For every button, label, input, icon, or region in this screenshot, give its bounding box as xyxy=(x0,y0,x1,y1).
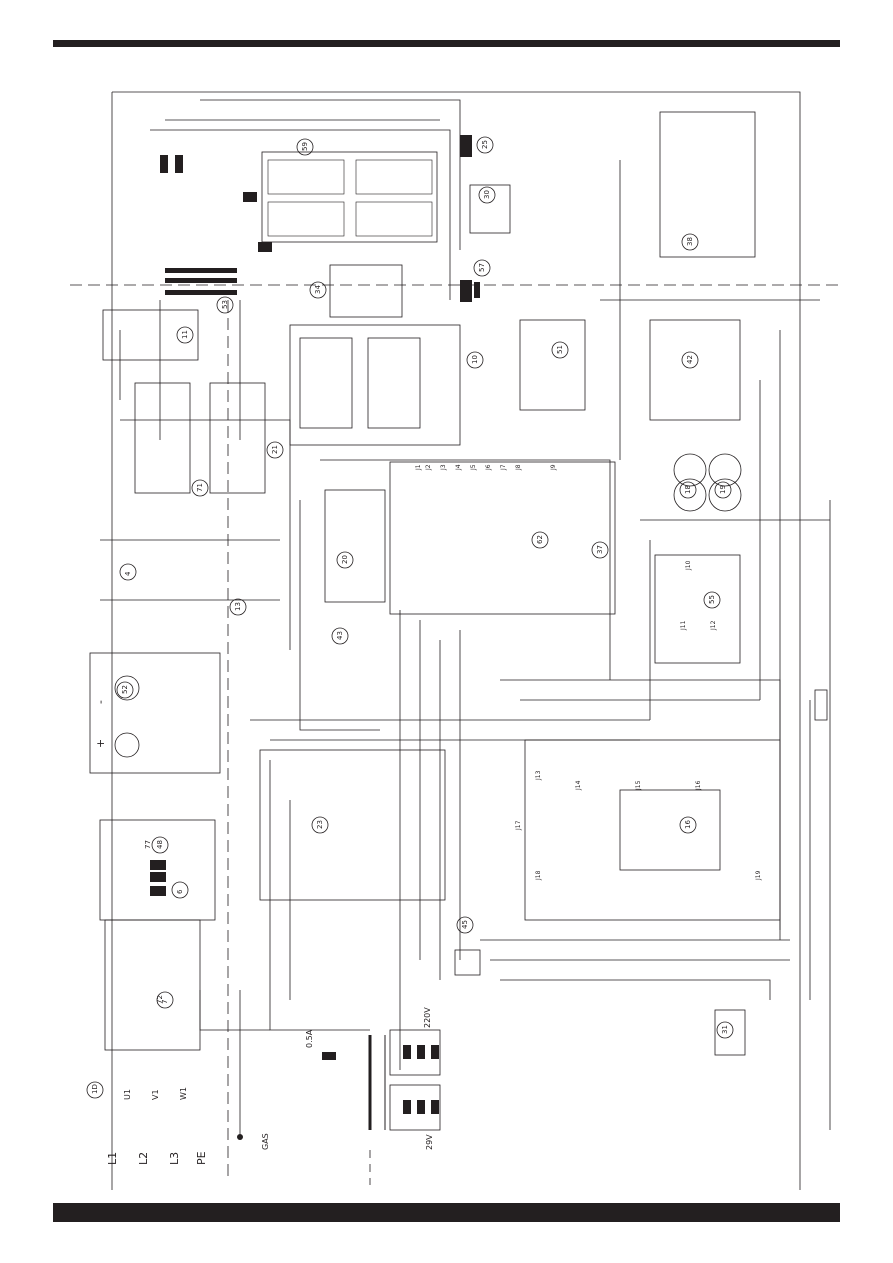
component-ref-34: 34 xyxy=(314,285,322,294)
supply-l1-label: L1 xyxy=(106,1152,119,1165)
connector-j18: J18 xyxy=(535,870,542,881)
component-ref-19: 19 xyxy=(719,485,727,494)
component-ref-45: 45 xyxy=(461,920,469,929)
connector-j1: J1 xyxy=(415,464,422,471)
component-ref-51: 51 xyxy=(556,345,564,354)
frame-wire xyxy=(112,91,801,1190)
supply-l2-label: L2 xyxy=(137,1152,150,1165)
component-ref-10: 10 xyxy=(471,355,479,364)
component-ref-53: 53 xyxy=(221,300,229,309)
component-ref-6: 6 xyxy=(176,889,184,894)
voltage-220-label: 220V xyxy=(423,1007,432,1028)
connector-j6: J6 xyxy=(485,464,492,471)
connector-j2: J2 xyxy=(425,464,432,471)
fuse-rating-label: 0.5A xyxy=(305,1029,314,1048)
component-ref-4: 4 xyxy=(124,571,132,576)
pole-minus-label: - xyxy=(94,700,107,704)
connector-j7: J7 xyxy=(500,464,507,471)
supply-l3-label: L3 xyxy=(168,1152,181,1165)
connector-j5: J5 xyxy=(470,464,477,471)
terminal-v1-label: V1 xyxy=(151,1089,160,1100)
component-ref-21: 21 xyxy=(271,445,279,454)
component-ref-30: 30 xyxy=(483,190,491,199)
component-ref-37: 37 xyxy=(596,545,604,554)
component-ref-57: 57 xyxy=(478,263,486,272)
component-ref-23: 23 xyxy=(316,820,324,829)
component-ref-18: 18 xyxy=(684,485,692,494)
component-ref-48: 48 xyxy=(156,840,164,849)
connector-j16: J16 xyxy=(695,780,702,791)
component-ref-11: 11 xyxy=(181,330,189,339)
footer-rule xyxy=(53,1203,840,1222)
component-ref-55: 55 xyxy=(708,595,716,604)
pole-plus-label: + xyxy=(94,739,107,748)
component-ref-13: 13 xyxy=(234,602,242,611)
gas-label: GAS xyxy=(261,1133,270,1150)
connector-j9: J9 xyxy=(550,464,557,471)
connector-j15: J15 xyxy=(635,780,642,791)
connector-j13: J13 xyxy=(535,770,542,781)
component-ref-16: 16 xyxy=(684,820,692,829)
component-ref-7: 7 xyxy=(161,1000,169,1004)
connector-j12: J12 xyxy=(710,620,717,631)
protective-earth-label: PE xyxy=(195,1151,208,1165)
component-ref-42: 42 xyxy=(686,355,694,364)
component-ref-1D: 1D xyxy=(91,1084,99,1094)
component-ref-72: 72 xyxy=(156,995,164,1004)
connector-j11: J11 xyxy=(680,620,687,631)
component-ref-62: 62 xyxy=(536,535,544,544)
component-ref-52: 52 xyxy=(121,685,129,694)
connector-j10: J10 xyxy=(685,560,692,571)
connector-j17: J17 xyxy=(515,820,522,831)
component-ref-25: 25 xyxy=(481,140,489,149)
component-ref-20: 20 xyxy=(341,555,349,564)
connector-j14: J14 xyxy=(575,780,582,791)
header-rule xyxy=(53,40,840,47)
component-ref-31: 31 xyxy=(721,1025,729,1034)
connector-j3: J3 xyxy=(440,464,447,471)
voltage-29-label: 29V xyxy=(425,1134,434,1150)
connector-j8: J8 xyxy=(515,464,522,471)
component-ref-77: 77 xyxy=(144,840,152,849)
component-ref-59: 59 xyxy=(301,142,309,151)
component-ref-71: 71 xyxy=(196,483,204,492)
component-ref-38: 38 xyxy=(686,237,694,246)
connector-j19: J19 xyxy=(755,870,762,881)
terminal-u1-label: U1 xyxy=(123,1089,132,1100)
terminal-board-box xyxy=(261,151,438,243)
terminal-w1-label: W1 xyxy=(179,1087,188,1100)
connector-j4: J4 xyxy=(455,464,462,471)
component-ref-43: 43 xyxy=(336,631,344,640)
